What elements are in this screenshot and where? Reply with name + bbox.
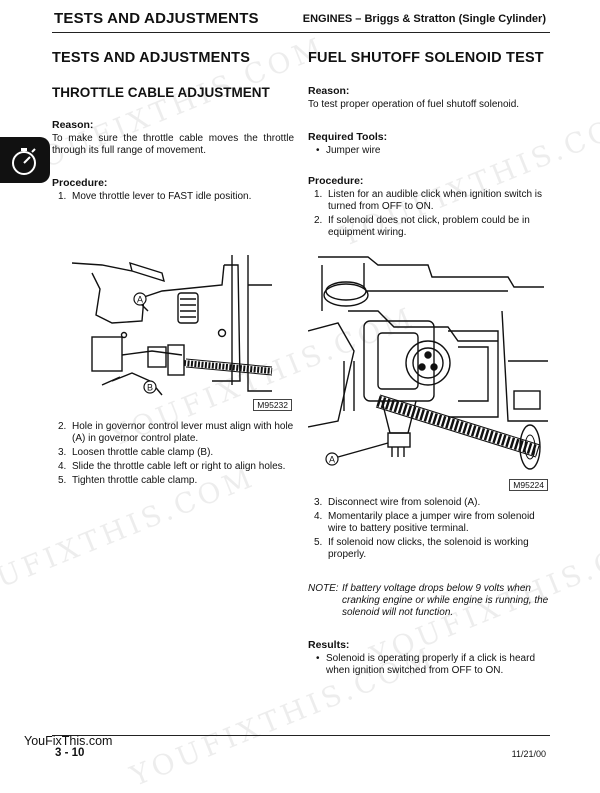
step-text: Move throttle lever to FAST idle positio… (72, 191, 252, 202)
callout-a: A (137, 295, 143, 305)
procedure-steps-after: 2.Hole in governor control lever must al… (52, 421, 294, 487)
carburetor-solenoid-illustration: A (307, 256, 548, 470)
callout-b: B (147, 383, 153, 393)
revision-date: 11/21/00 (511, 749, 546, 759)
throttle-figure: A B M95232 (71, 255, 292, 411)
section-tab (0, 137, 50, 183)
list-item: •Jumper wire (316, 145, 381, 156)
footer-rule (52, 735, 550, 736)
page-number: 3 - 10 (55, 747, 85, 759)
list-item: 1.Listen for an audible click when ignit… (314, 189, 542, 212)
left-section-title: TESTS AND ADJUSTMENTS (52, 50, 251, 66)
reason-label: Reason: (52, 119, 94, 131)
figure-id: M95224 (509, 479, 548, 491)
header-rule (52, 32, 550, 33)
footer-site-link[interactable]: YouFixThis.com (24, 734, 113, 748)
note-block: NOTE: If battery voltage drops below 9 v… (308, 583, 554, 619)
reason-label: Reason: (308, 85, 350, 97)
result-text: Solenoid is operating properly if a clic… (326, 653, 535, 676)
procedure-label: Procedure: (52, 177, 108, 189)
list-item: 2.If solenoid does not click, problem co… (314, 215, 530, 238)
right-column: FUEL SHUTOFF SOLENOID TEST Reason: To te… (307, 50, 554, 679)
step-text: Loosen throttle cable clamp (B). (72, 447, 214, 458)
note-text: If battery voltage drops below 9 volts w… (342, 583, 549, 618)
results-label: Results: (308, 639, 350, 651)
tool-text: Jumper wire (326, 145, 381, 156)
procedure-steps-before: 1.Move throttle lever to FAST idle posit… (52, 191, 294, 203)
procedure-label: Procedure: (308, 175, 364, 187)
list-item: 4.Momentarily place a jumper wire from s… (314, 511, 535, 534)
step-text: Slide the throttle cable left or right t… (72, 461, 286, 472)
list-item: 1.Move throttle lever to FAST idle posit… (58, 191, 252, 202)
results-list: •Solenoid is operating properly if a cli… (308, 653, 554, 677)
step-text: If solenoid does not click, problem coul… (328, 215, 530, 238)
note-label: NOTE: (308, 583, 339, 594)
list-item: •Solenoid is operating properly if a cli… (316, 653, 535, 676)
callout-a: A (329, 455, 335, 465)
step-text: Hole in governor control lever must alig… (72, 421, 294, 444)
header-manual-title: ENGINES – Briggs & Stratton (Single Cyli… (302, 13, 546, 25)
step-text: Disconnect wire from solenoid (A). (328, 497, 481, 508)
throttle-linkage-illustration: A B (71, 255, 273, 396)
procedure-steps-after: 3.Disconnect wire from solenoid (A). 4.M… (308, 497, 554, 561)
reason-text: To make sure the throttle cable moves th… (52, 133, 294, 156)
procedure-steps-before: 1.Listen for an audible click when ignit… (308, 189, 554, 239)
list-item: 3.Disconnect wire from solenoid (A). (314, 497, 481, 508)
list-item: 2.Hole in governor control lever must al… (58, 421, 294, 444)
reason-text: To test proper operation of fuel shutoff… (308, 99, 520, 110)
fuel-solenoid-title: FUEL SHUTOFF SOLENOID TEST (308, 50, 544, 66)
header-section-title: TESTS AND ADJUSTMENTS (54, 10, 259, 27)
step-text: Listen for an audible click when ignitio… (328, 189, 542, 212)
list-item: 3.Loosen throttle cable clamp (B). (58, 447, 214, 458)
left-column: TESTS AND ADJUSTMENTS THROTTLE CABLE ADJ… (52, 50, 294, 489)
figure-id: M95232 (253, 399, 292, 411)
required-tools-label: Required Tools: (308, 131, 388, 143)
required-tools-list: •Jumper wire (308, 145, 554, 157)
step-text: If solenoid now clicks, the solenoid is … (328, 537, 529, 560)
list-item: 4.Slide the throttle cable left or right… (58, 461, 286, 472)
step-text: Momentarily place a jumper wire from sol… (328, 511, 535, 534)
stopwatch-icon (12, 148, 36, 175)
step-text: Tighten throttle cable clamp. (72, 475, 198, 486)
list-item: 5.Tighten throttle cable clamp. (58, 475, 198, 486)
list-item: 5.If solenoid now clicks, the solenoid i… (314, 537, 529, 560)
solenoid-figure: A M95224 (307, 251, 548, 491)
throttle-cable-title: THROTTLE CABLE ADJUSTMENT (52, 85, 270, 100)
